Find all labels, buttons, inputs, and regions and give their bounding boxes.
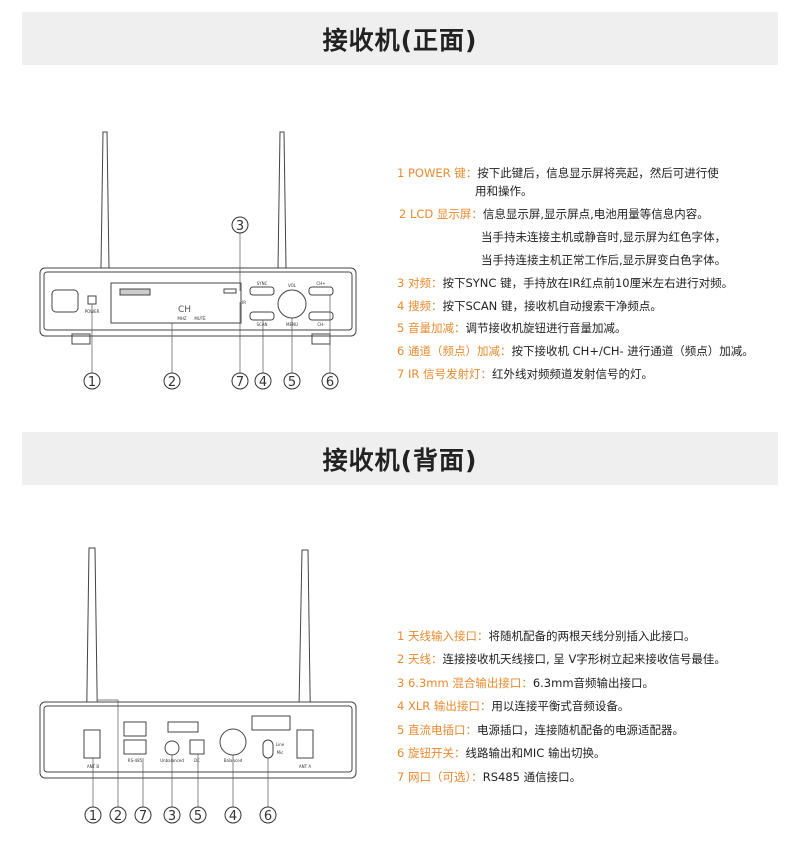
front-callouts: 3 1 2 7 4 5 6 — [83, 216, 339, 390]
callout-7: 7 — [236, 375, 244, 390]
callout-4: 4 — [229, 809, 237, 824]
power-label: POWER — [85, 309, 100, 314]
unbalanced-label: Unbalanced — [160, 758, 184, 763]
item-text: 当手持连接主机正常工作后,显示屏变白色字体。 — [481, 253, 727, 267]
menu-label: MENU — [286, 322, 298, 327]
item-text: 连接接收机天线接口, 呈 V字形树立起来接收信号最佳。 — [442, 652, 726, 666]
scan-label: SCAN — [256, 322, 267, 327]
front-panel-diagram: POWER SYNC SCAN VOL MENU CH+ CH- IR CH M… — [39, 131, 357, 390]
antenna-right — [277, 131, 287, 269]
callout-6: 6 — [326, 375, 334, 390]
item-text: 红外线对频频道发射信号的灯。 — [492, 367, 654, 381]
lcd-ch-label: CH — [178, 305, 191, 315]
mic-label: Mic — [277, 750, 284, 755]
front-body — [39, 267, 357, 337]
item-text: 电源插口，连接随机配备的电源适配器。 — [476, 723, 684, 737]
item-label: 5 音量加减： — [397, 321, 466, 335]
sync-label: SYNC — [257, 281, 268, 286]
item-text: 按下SCAN 键，接收机自动搜索干净频点。 — [442, 299, 662, 313]
item-label: 1 天线输入接口： — [397, 629, 489, 643]
dc-jack — [189, 739, 205, 755]
dc-label: DC — [194, 758, 200, 763]
item-label: 4 搜频： — [397, 299, 443, 313]
scan-button — [249, 311, 275, 321]
ant-b-label: ANT B — [87, 764, 99, 769]
item-text: 当手持未连接主机或静音时,显示屏为红色字体， — [481, 230, 727, 244]
back-callouts: 1 2 7 3 5 4 6 — [84, 806, 277, 824]
ch-minus-label: CH- — [317, 322, 325, 327]
ch-plus-label: CH+ — [316, 281, 325, 286]
item-text: RS485 通信接口。 — [482, 770, 582, 784]
item-label: 7 网口（可选）： — [397, 770, 483, 784]
brand-logo — [51, 289, 79, 313]
item-label: 6 旋钮开关： — [397, 746, 466, 760]
item-text: 用和操作。 — [475, 184, 533, 198]
line-label: Line — [276, 742, 285, 747]
item-label: 2 LCD 显示屏： — [399, 207, 483, 221]
item-label: 3 6.3mm 混合输出接口： — [397, 676, 533, 690]
back-panel-diagram: ANT B RS-485 Unbalanced DC Balanced Line… — [39, 547, 357, 824]
callout-1: 1 — [89, 809, 97, 824]
item-text: 按下SYNC 键，手持放在IR红点前10厘米左右进行对频。 — [442, 276, 734, 290]
back-section-title: 接收机(背面) — [22, 432, 778, 485]
callout-2: 2 — [168, 375, 176, 390]
item-label: 1 POWER 键： — [397, 166, 478, 180]
lcd-mute-label: MUTE — [194, 316, 206, 321]
callout-2: 2 — [114, 809, 122, 824]
item-text: 按下此键后，信息显示屏将亮起，然后可进行使 — [477, 166, 719, 180]
ant-a-label: ANT A — [299, 764, 311, 769]
ch-minus-button — [308, 311, 334, 321]
callout-3: 3 — [236, 219, 244, 234]
callout-5: 5 — [194, 809, 202, 824]
lcd-mhz-label: MHZ — [177, 316, 186, 321]
item-text: 信息显示屏,显示屏点,电池用量等信息内容。 — [482, 207, 709, 221]
lcd-display — [110, 282, 242, 324]
callout-5: 5 — [288, 375, 296, 390]
callout-6: 6 — [264, 809, 272, 824]
callout-3: 3 — [168, 809, 176, 824]
sync-button — [249, 286, 275, 296]
item-text: 将随机配备的两根天线分别插入此接口。 — [488, 629, 696, 643]
item-text: 调节接收机旋钮进行音量加减。 — [465, 321, 627, 335]
ch-plus-button — [308, 286, 334, 296]
antenna-left — [100, 131, 110, 269]
item-text: 6.3mm音频输出接口。 — [532, 676, 655, 690]
rs485-label: RS-485 — [128, 758, 143, 763]
callout-1: 1 — [88, 375, 96, 390]
item-text: 线路输出和MIC 输出切换。 — [465, 746, 606, 760]
item-label: 6 通道（频点）加减： — [397, 344, 512, 358]
front-section-title: 接收机(正面) — [22, 12, 778, 65]
balanced-label: Balanced — [224, 758, 243, 763]
vol-label: VOL — [288, 283, 297, 288]
item-label: 4 XLR 输出接口： — [397, 699, 492, 713]
callout-4: 4 — [259, 375, 267, 390]
spec-label — [251, 715, 291, 731]
rs485-port-bottom — [123, 739, 147, 755]
item-text: 用以连接平衡式音频设备。 — [491, 699, 630, 713]
item-text: 按下接收机 CH+/CH- 进行通道（频点）加减。 — [511, 344, 754, 358]
item-label: 2 天线： — [397, 652, 443, 666]
callout-7: 7 — [139, 809, 147, 824]
ir-label: IR — [242, 300, 246, 305]
item-label: 3 对频： — [397, 276, 443, 290]
rs485-port-top — [123, 721, 147, 737]
item-label: 7 IR 信号发射灯： — [397, 367, 493, 381]
item-label: 5 直流电插口： — [397, 723, 477, 737]
